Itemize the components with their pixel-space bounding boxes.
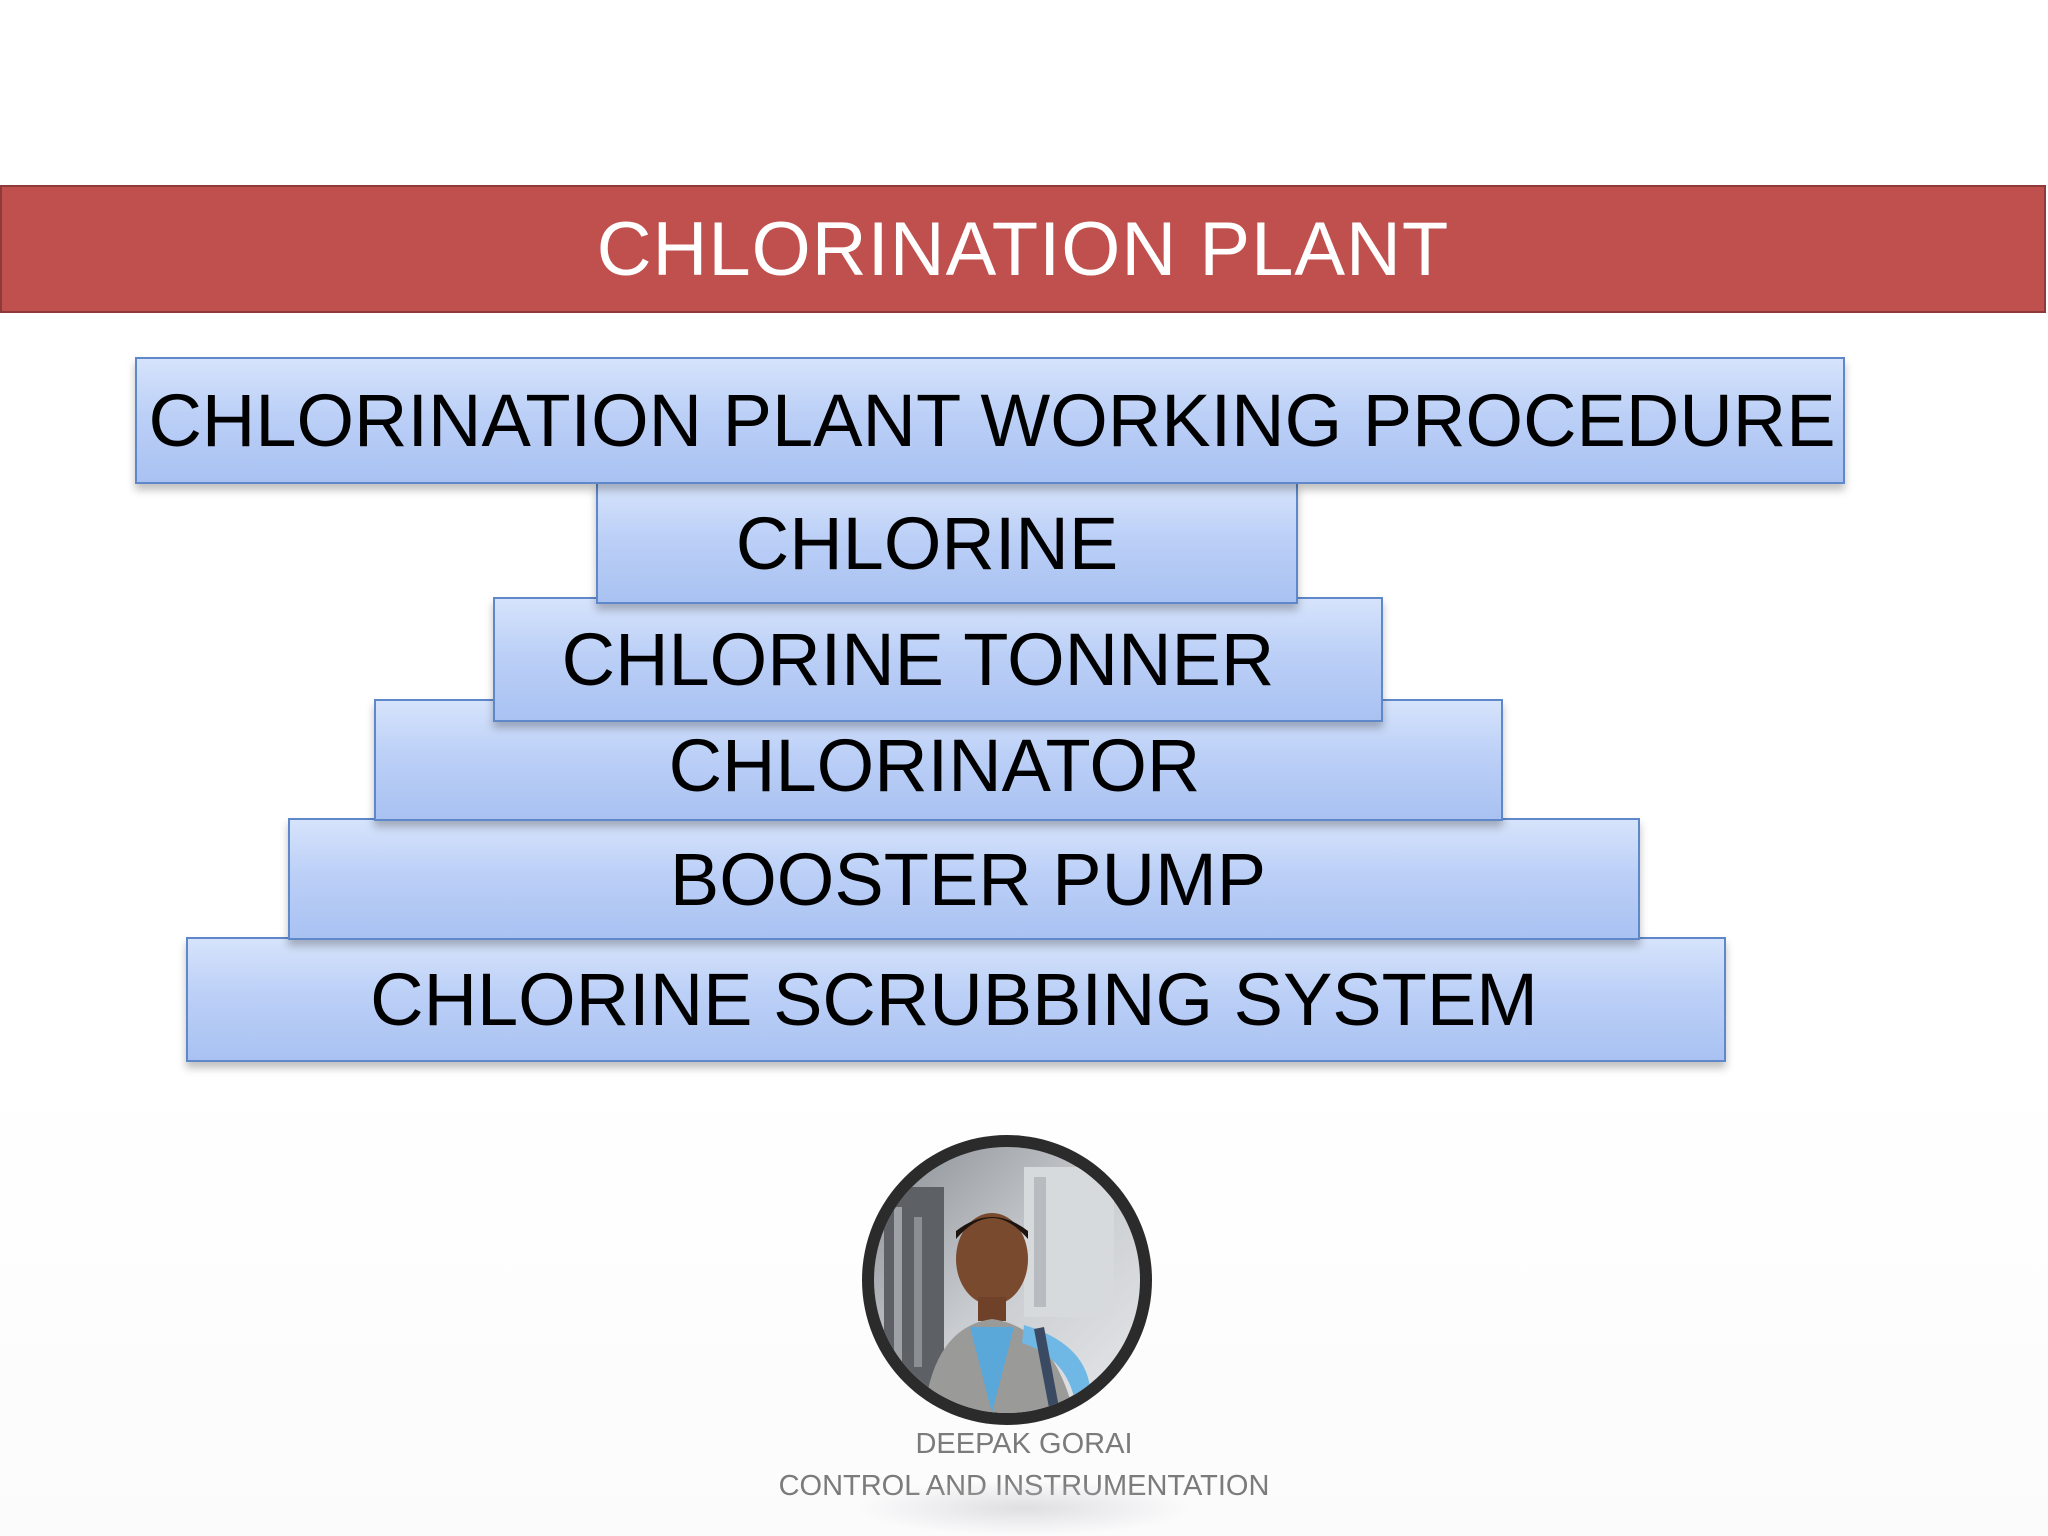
step-label: CHLORINATION PLANT WORKING PROCEDURE <box>148 379 1836 462</box>
step-label: CHLORINE TONNER <box>561 618 1275 701</box>
step-chlorine-tonner: CHLORINE TONNER <box>493 597 1383 722</box>
person-photo-icon <box>874 1147 1140 1413</box>
step-label: CHLORINE SCRUBBING SYSTEM <box>370 958 1538 1041</box>
step-label: BOOSTER PUMP <box>669 837 1267 921</box>
slide-title-text: CHLORINATION PLANT <box>596 206 1450 292</box>
step-booster-pump: BOOSTER PUMP <box>288 818 1640 940</box>
step-chlorine: CHLORINE <box>596 482 1298 604</box>
slide-title: CHLORINATION PLANT <box>0 185 2046 313</box>
step-working-procedure: CHLORINATION PLANT WORKING PROCEDURE <box>135 357 1845 484</box>
step-label: CHLORINATOR <box>668 724 1201 807</box>
author-name: DEEPAK GORAI <box>915 1428 1133 1460</box>
step-label: CHLORINE <box>735 501 1119 585</box>
footer-shadow <box>854 1480 1194 1536</box>
avatar <box>862 1135 1152 1425</box>
step-scrubbing-system: CHLORINE SCRUBBING SYSTEM <box>186 937 1726 1062</box>
